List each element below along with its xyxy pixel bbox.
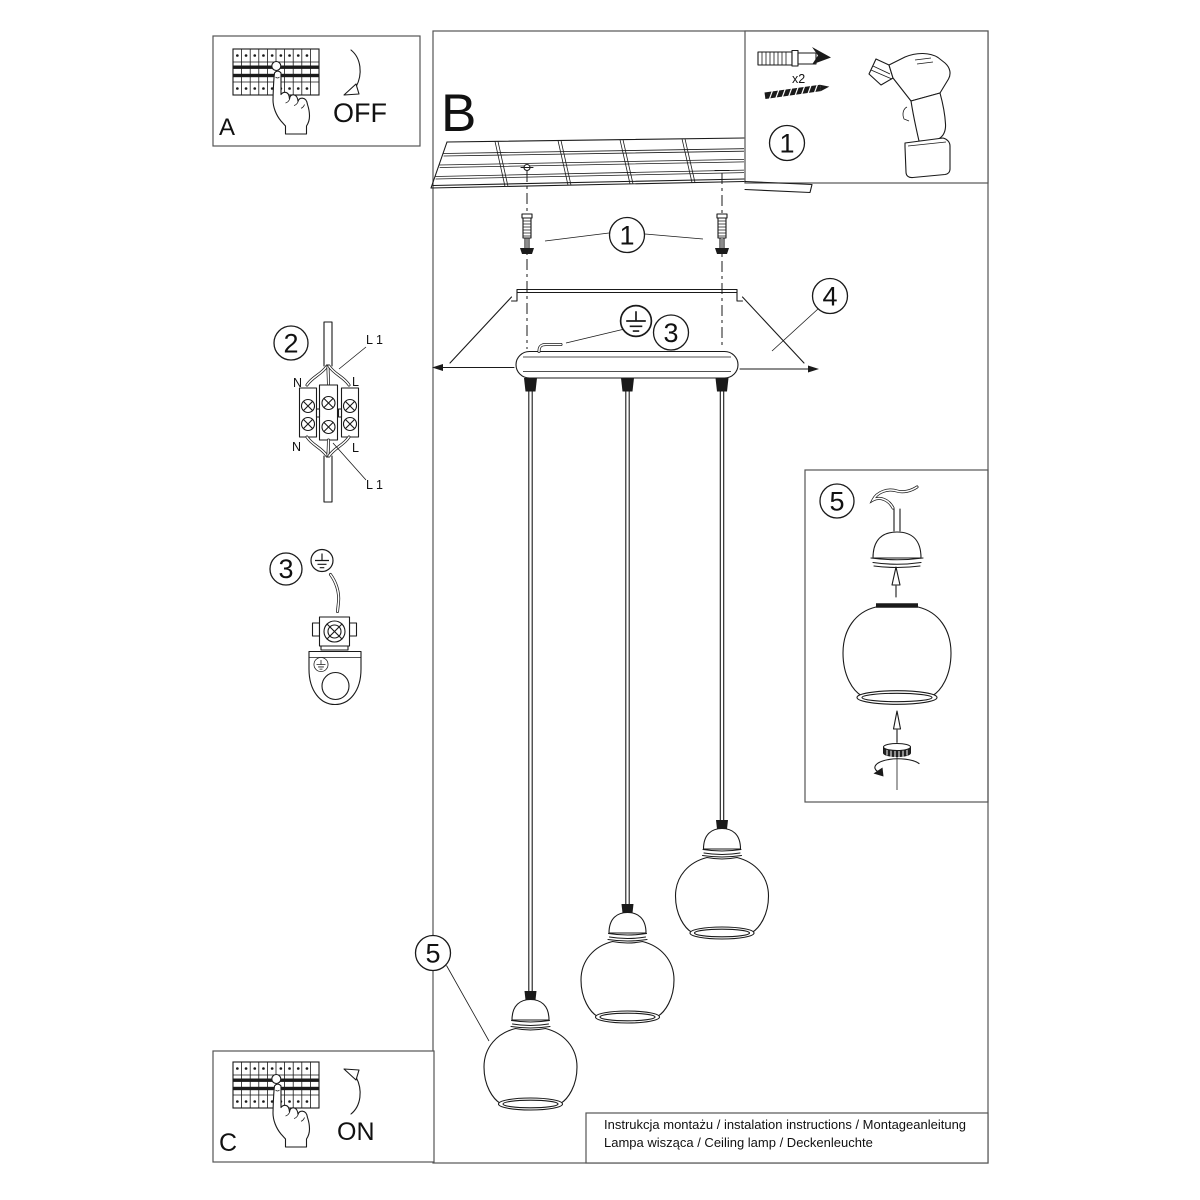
label-l-top: L: [352, 375, 359, 389]
cord-squiggle-icon: [869, 485, 919, 510]
pendant-lamp-middle: [580, 903, 675, 1024]
label-n-top: N: [293, 376, 302, 390]
panel-c: C ON: [212, 1050, 435, 1163]
panel-1-number: 1: [779, 129, 794, 159]
drill-icon: [868, 52, 951, 179]
panel-3-earth: 3: [269, 548, 362, 706]
earth-terminal: [311, 616, 358, 651]
lamp-holder-dome: [870, 531, 924, 569]
panel-a-letter: A: [219, 114, 235, 141]
screw-icon: [764, 84, 830, 100]
ceiling-grid: [430, 137, 745, 189]
label-l-bottom: L: [352, 441, 359, 455]
wall-plug-left: [519, 213, 535, 255]
on-arrow-icon: [343, 1068, 361, 1115]
panel-2-wiring: 2 L 1 N L N L L 1: [273, 321, 383, 503]
rotate-arrow-icon: [873, 758, 920, 777]
earth-symbol-icon: [313, 657, 329, 672]
callout-canopy-number: 4: [822, 282, 837, 312]
off-arrow-icon: [343, 49, 361, 96]
pendant-lamp-left: [483, 990, 578, 1111]
earth-symbol-icon: [310, 548, 334, 573]
panel-c-switch-label: ON: [337, 1118, 375, 1146]
wall-plug-right: [714, 213, 730, 255]
ceiling-anchor-mark-left: [520, 163, 534, 172]
pendant-lamp-right: [674, 819, 770, 940]
wires-top: [305, 364, 351, 387]
callout-screws-number: 1: [619, 221, 634, 251]
label-n-bottom: N: [292, 440, 301, 454]
label-l1-bottom: L 1: [366, 478, 383, 492]
slide-arrow-right: [808, 365, 819, 373]
callout-canopy: 4: [771, 277, 849, 352]
earth-symbol-icon: [619, 304, 653, 338]
terminal-block: [298, 384, 360, 441]
callout-shade-number: 5: [425, 939, 440, 969]
panel-a: A OFF: [212, 35, 421, 147]
glass-globe: [842, 603, 952, 705]
ring-nut: [882, 742, 912, 758]
callout-shade-main: 5: [414, 934, 490, 1042]
slide-arrow-left: [432, 364, 443, 371]
canopy-cover: [432, 288, 819, 373]
pendant-cords: [528, 390, 725, 992]
screw-quantity: x2: [792, 72, 805, 86]
panel-1: x2 1: [744, 30, 989, 184]
footer-box: Instrukcja montażu / instalation instruc…: [585, 1112, 989, 1164]
callout-earth-main: 3: [565, 304, 690, 351]
panel-c-letter: C: [219, 1129, 237, 1157]
section-b-letter: B: [441, 84, 476, 143]
supply-cable-bottom: [323, 455, 333, 503]
wires-bottom: [305, 435, 351, 458]
callout-earth-number: 3: [663, 318, 678, 348]
callout-screws: 1: [544, 216, 704, 254]
panel-5-number: 5: [829, 487, 844, 517]
panel-5-assembly: 5: [804, 469, 989, 803]
mounting-bar: [515, 343, 739, 379]
cord-grips: [524, 378, 729, 392]
footer-line2: Lampa wisząca / Ceiling lamp / Deckenleu…: [604, 1135, 873, 1150]
wall-plug-icon: [757, 47, 831, 67]
assembly-arrow-up-1: [891, 566, 901, 598]
panel-a-switch-label: OFF: [333, 98, 387, 128]
ceiling-plank-stub: [744, 180, 813, 194]
footer-line1: Instrukcja montażu / instalation instruc…: [604, 1117, 966, 1132]
label-l1-top: L 1: [366, 333, 383, 347]
section-b-frame: B: [432, 30, 989, 1164]
panel-2-number: 2: [283, 329, 298, 359]
supply-cable-top: [323, 321, 333, 367]
ceiling-rose-body: [308, 650, 362, 706]
panel-3-number: 3: [278, 554, 293, 584]
